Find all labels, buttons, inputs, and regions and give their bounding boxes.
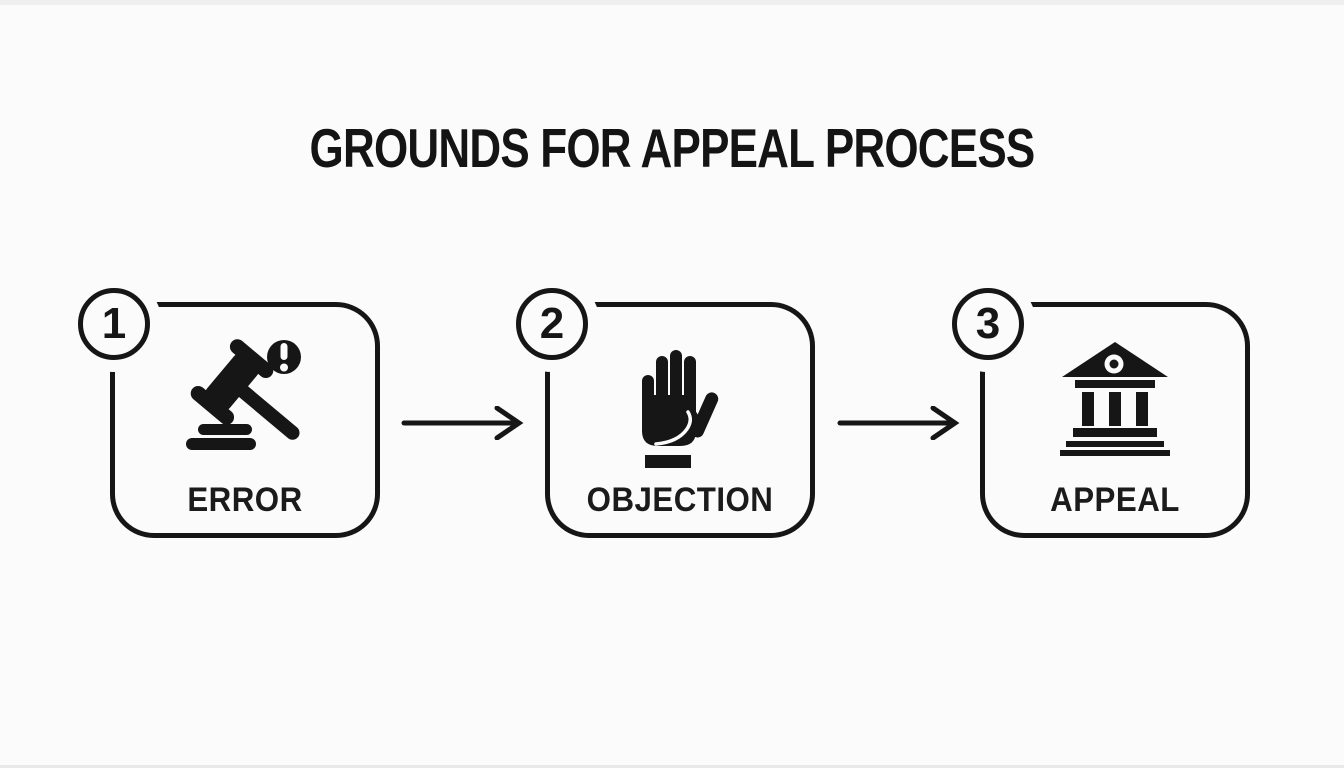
step-label: APPEAL xyxy=(1050,481,1180,519)
step-number-badge: 2 xyxy=(516,288,588,360)
step-card-appeal: APPEAL xyxy=(980,302,1250,538)
step-number-badge: 3 xyxy=(952,288,1024,360)
step-number: 1 xyxy=(101,299,127,348)
step-label: ERROR xyxy=(187,481,303,519)
step-card-error: ERROR xyxy=(110,302,380,538)
gavel-alert-icon xyxy=(186,339,301,450)
bottom-edge-divider xyxy=(0,765,1344,768)
step-number-badge: 1 xyxy=(78,288,150,360)
step-label: OBJECTION xyxy=(586,481,774,519)
flow-arrow-icon xyxy=(837,406,960,440)
top-edge-divider xyxy=(0,0,1344,5)
flow-arrow-icon xyxy=(401,406,524,440)
step-number: 3 xyxy=(975,299,1001,348)
raised-hand-icon xyxy=(642,350,719,468)
step-number: 2 xyxy=(539,299,565,348)
courthouse-icon xyxy=(1060,342,1170,456)
step-card-objection: OBJECTION xyxy=(545,302,815,538)
page-title: GROUNDS FOR APPEAL PROCESS xyxy=(309,117,1036,179)
